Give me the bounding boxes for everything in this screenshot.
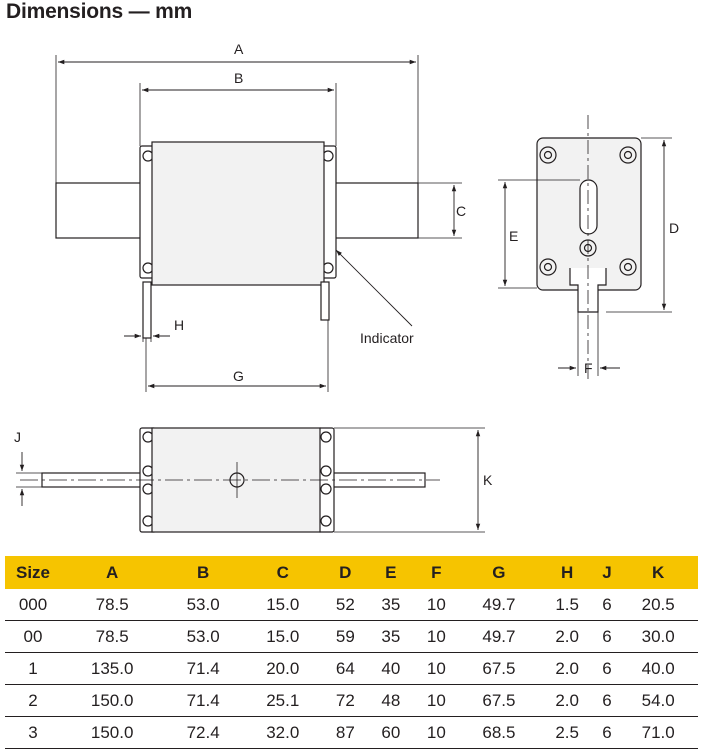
column-header-f: F	[413, 556, 460, 589]
column-header-h: H	[538, 556, 596, 589]
table-cell: 67.5	[459, 652, 539, 685]
label-B: B	[234, 70, 243, 86]
table-cell: 40	[368, 652, 414, 685]
table-cell: 35	[368, 620, 414, 653]
table-cell: 54.0	[618, 684, 698, 717]
table-cell: 53.0	[163, 589, 243, 621]
table-cell: 48	[368, 684, 414, 717]
table-cell: 71.0	[618, 716, 698, 749]
table-cell: 10	[413, 684, 460, 717]
table-cell: 6	[595, 684, 619, 717]
column-header-g: G	[459, 556, 539, 589]
table-cell: 000	[5, 589, 61, 621]
fuse-dimension-drawing: A B C G H Indicator D E F	[14, 41, 679, 533]
table-cell: 10	[413, 620, 460, 653]
front-right-lug	[320, 281, 330, 321]
table-cell: 2.0	[538, 652, 596, 685]
table-cell: 72	[322, 684, 369, 717]
side-view	[498, 115, 672, 380]
table-cell: 35	[368, 589, 414, 621]
table-cell: 49.7	[459, 589, 539, 621]
label-K: K	[483, 472, 493, 488]
table-cell: 6	[595, 652, 619, 685]
label-D: D	[669, 220, 679, 236]
table-cell: 1.5	[538, 589, 596, 621]
column-header-a: A	[61, 556, 164, 589]
table-cell: 3	[5, 716, 61, 749]
table-cell: 78.5	[61, 620, 164, 653]
label-A: A	[234, 41, 244, 57]
table-cell: 15.0	[242, 620, 323, 653]
table-cell: 15.0	[242, 589, 323, 621]
table-cell: 59	[322, 620, 369, 653]
table-cell: 52	[322, 589, 369, 621]
column-header-k: K	[618, 556, 698, 589]
table-cell: 40.0	[618, 652, 698, 685]
table-cell: 6	[595, 716, 619, 749]
label-G: G	[233, 368, 244, 384]
table-cell: 60	[368, 716, 414, 749]
table-cell: 150.0	[61, 716, 164, 749]
table-cell: 64	[322, 652, 369, 685]
table-cell: 49.7	[459, 620, 539, 653]
label-F: F	[584, 360, 593, 376]
indicator-slot	[579, 179, 598, 235]
table-cell: 2.0	[538, 620, 596, 653]
table-cell: 00	[5, 620, 61, 653]
table-cell: 78.5	[61, 589, 164, 621]
label-H: H	[174, 317, 184, 333]
column-header-c: C	[242, 556, 323, 589]
table-cell: 10	[413, 716, 460, 749]
column-header-e: E	[368, 556, 414, 589]
table-cell: 2.0	[538, 684, 596, 717]
table-cell: 2.5	[538, 716, 596, 749]
label-C: C	[456, 203, 466, 219]
column-header-d: D	[322, 556, 369, 589]
table-cell: 135.0	[61, 652, 164, 685]
table-cell: 68.5	[459, 716, 539, 749]
column-header-size: Size	[5, 556, 61, 589]
table-cell: 25.1	[242, 684, 323, 717]
label-E: E	[509, 228, 518, 244]
table-cell: 2	[5, 684, 61, 717]
table-cell: 71.4	[163, 684, 243, 717]
table-cell: 150.0	[61, 684, 164, 717]
top-view	[16, 427, 485, 533]
front-left-lug	[142, 281, 152, 339]
table-cell: 6	[595, 589, 619, 621]
table-cell: 71.4	[163, 652, 243, 685]
front-view	[55, 55, 462, 392]
table-cell: 32.0	[242, 716, 323, 749]
column-header-b: B	[163, 556, 243, 589]
table-cell: 87	[322, 716, 369, 749]
front-fuse-body	[151, 141, 325, 286]
table-cell: 6	[595, 620, 619, 653]
table-cell: 1	[5, 652, 61, 685]
table-cell: 30.0	[618, 620, 698, 653]
table-cell: 20.5	[618, 589, 698, 621]
table-cell: 10	[413, 589, 460, 621]
indicator-leader	[335, 249, 413, 327]
page-title: Dimensions — mm	[6, 0, 193, 23]
label-J: J	[14, 429, 21, 445]
table-cell: 72.4	[163, 716, 243, 749]
table-cell: 20.0	[242, 652, 323, 685]
table-cell: 67.5	[459, 684, 539, 717]
table-cell: 10	[413, 652, 460, 685]
label-indicator: Indicator	[360, 330, 414, 346]
table-cell: 53.0	[163, 620, 243, 653]
column-header-j: J	[595, 556, 619, 589]
